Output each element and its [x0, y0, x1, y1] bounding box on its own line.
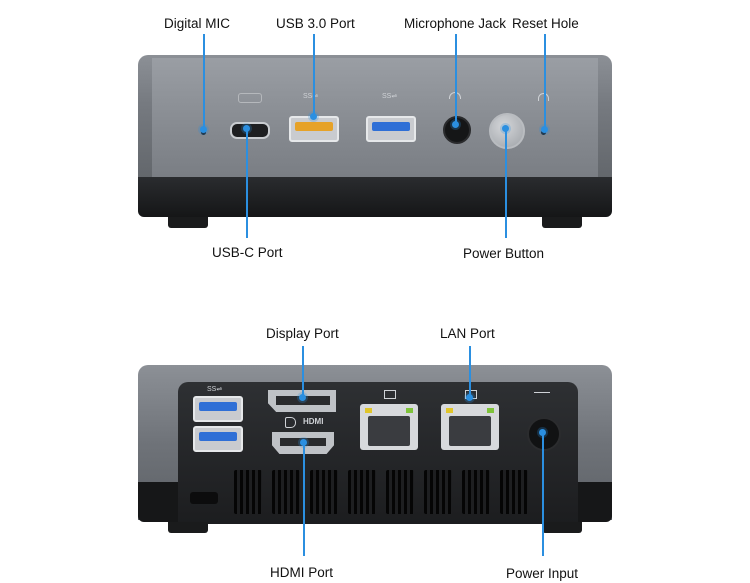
vent-slot-7: [462, 470, 490, 514]
leader-lan-port: [469, 346, 471, 398]
usb3-ss-marking-2: SS⇌: [382, 93, 398, 100]
leader-power-input: [542, 432, 544, 556]
leader-dot-power-button: [502, 125, 509, 132]
leader-dot-power-input: [539, 429, 546, 436]
leader-dot-usb3: [310, 113, 317, 120]
lan-port-2: [441, 404, 499, 450]
top-device-base: [138, 177, 612, 217]
dc-polarity-icon: [534, 392, 550, 398]
rear-usb3-port-top: [193, 396, 243, 422]
leader-usb3: [313, 34, 315, 117]
usb-c-symbol: [238, 93, 262, 103]
vent-slot-4: [348, 470, 376, 514]
vent-slot-6: [424, 470, 452, 514]
leader-dot-mic-jack: [452, 121, 459, 128]
leader-dot-digital-mic: [200, 126, 207, 133]
displayport-icon: [285, 417, 296, 428]
label-lan-port: LAN Port: [440, 326, 495, 341]
hdmi-marking: HDMI: [303, 417, 324, 426]
leader-dot-display-port: [299, 394, 306, 401]
label-display-port: Display Port: [266, 326, 339, 341]
label-usb-c-port: USB-C Port: [212, 245, 283, 260]
label-usb3-port: USB 3.0 Port: [276, 16, 355, 31]
leader-dot-hdmi-port: [300, 439, 307, 446]
leader-mic-jack: [455, 34, 457, 124]
leader-digital-mic: [203, 34, 205, 130]
rear-usb-ss-marking: SS⇌: [207, 386, 223, 393]
microphone-jack: [443, 116, 471, 144]
label-power-button: Power Button: [463, 246, 545, 261]
usb-c-port: [230, 122, 270, 139]
lan-icon-1: [384, 390, 396, 399]
usb3-ss-marking-1: SS⇌: [303, 93, 319, 100]
vent-slot-8: [500, 470, 528, 514]
leader-reset-hole: [544, 34, 546, 130]
usb3-port-blue: [366, 116, 416, 142]
lan-port-1: [360, 404, 418, 450]
vent-slot-1: [234, 470, 262, 514]
label-digital-mic: Digital MIC: [164, 16, 231, 31]
bottom-left-foot: [168, 522, 208, 533]
leader-usb-c: [246, 128, 248, 238]
vent-slot-2: [272, 470, 300, 514]
leader-hdmi-port: [303, 442, 305, 556]
label-microphone-jack: Microphone Jack: [404, 16, 507, 31]
lock-slot: [190, 492, 218, 504]
leader-display-port: [302, 346, 304, 398]
vent-slot-5: [386, 470, 414, 514]
leader-dot-usb-c: [243, 125, 250, 132]
top-left-foot: [168, 217, 208, 228]
leader-dot-reset-hole: [541, 126, 548, 133]
top-right-foot: [542, 217, 582, 228]
reset-icon: [538, 93, 549, 101]
leader-power-button: [505, 128, 507, 238]
rear-usb3-port-bottom: [193, 426, 243, 452]
leader-dot-lan-port: [466, 394, 473, 401]
label-reset-hole: Reset Hole: [512, 16, 579, 31]
label-hdmi-port: HDMI Port: [270, 565, 334, 580]
vent-slot-3: [310, 470, 338, 514]
label-power-input: Power Input: [506, 566, 579, 581]
bottom-right-foot: [542, 522, 582, 533]
